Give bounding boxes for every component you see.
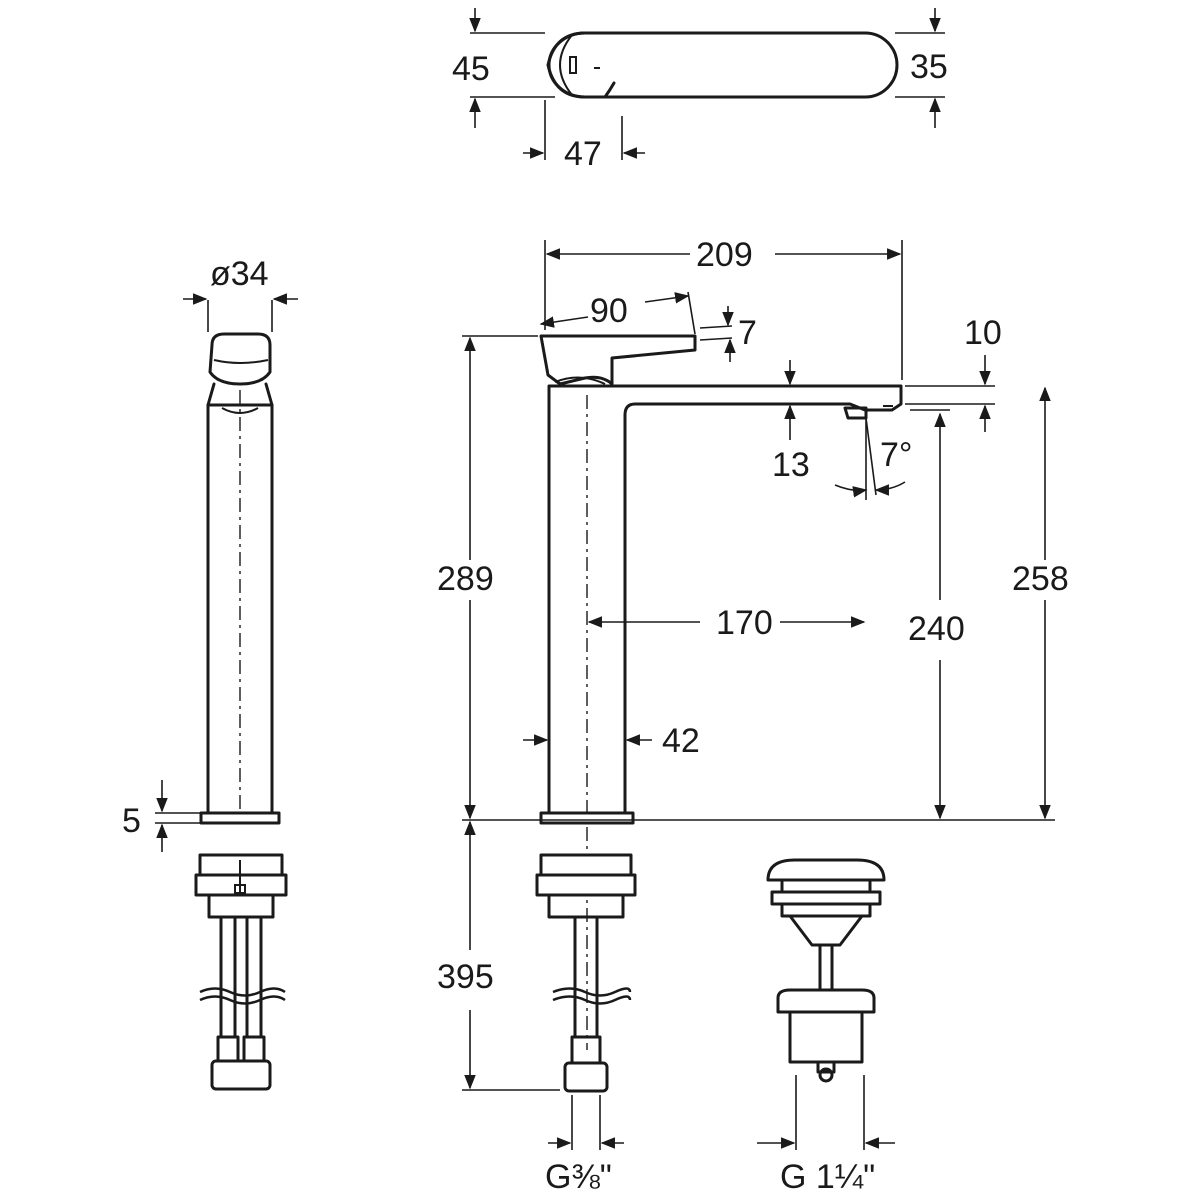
- dim-top-height-left: 45: [452, 50, 490, 88]
- dim-body-width: 42: [662, 722, 700, 760]
- dim-outlet-height: 240: [908, 610, 965, 648]
- dim-spout-height: 258: [1012, 560, 1069, 598]
- side-view: ø34 5: [122, 255, 298, 1091]
- dim-washer: 5: [122, 802, 141, 840]
- dim-waste-thread: G 1¼": [780, 1158, 875, 1196]
- dim-lever-offset: 7: [738, 314, 757, 352]
- dim-top-height-right: 35: [910, 48, 948, 86]
- waste-valve: G 1¼": [757, 858, 895, 1196]
- dim-spout-reach: 170: [716, 604, 773, 642]
- dim-top-width: 47: [564, 135, 602, 173]
- dim-hose-thread: G⅜": [545, 1158, 612, 1196]
- dim-hose-length: 395: [437, 958, 494, 996]
- top-view: 45 35 47: [452, 8, 948, 173]
- dim-diameter: ø34: [210, 255, 269, 293]
- front-view: 209 90 7 10 13 7° 289: [437, 236, 1069, 1196]
- dim-outlet-angle: 7°: [880, 436, 913, 474]
- dim-lever-length: 90: [590, 292, 628, 330]
- dim-spout-thickness-top: 10: [964, 314, 1002, 352]
- dim-spout-thickness-outlet: 13: [772, 446, 810, 484]
- dim-height-total: 289: [437, 560, 494, 598]
- dim-total-length: 209: [696, 236, 753, 274]
